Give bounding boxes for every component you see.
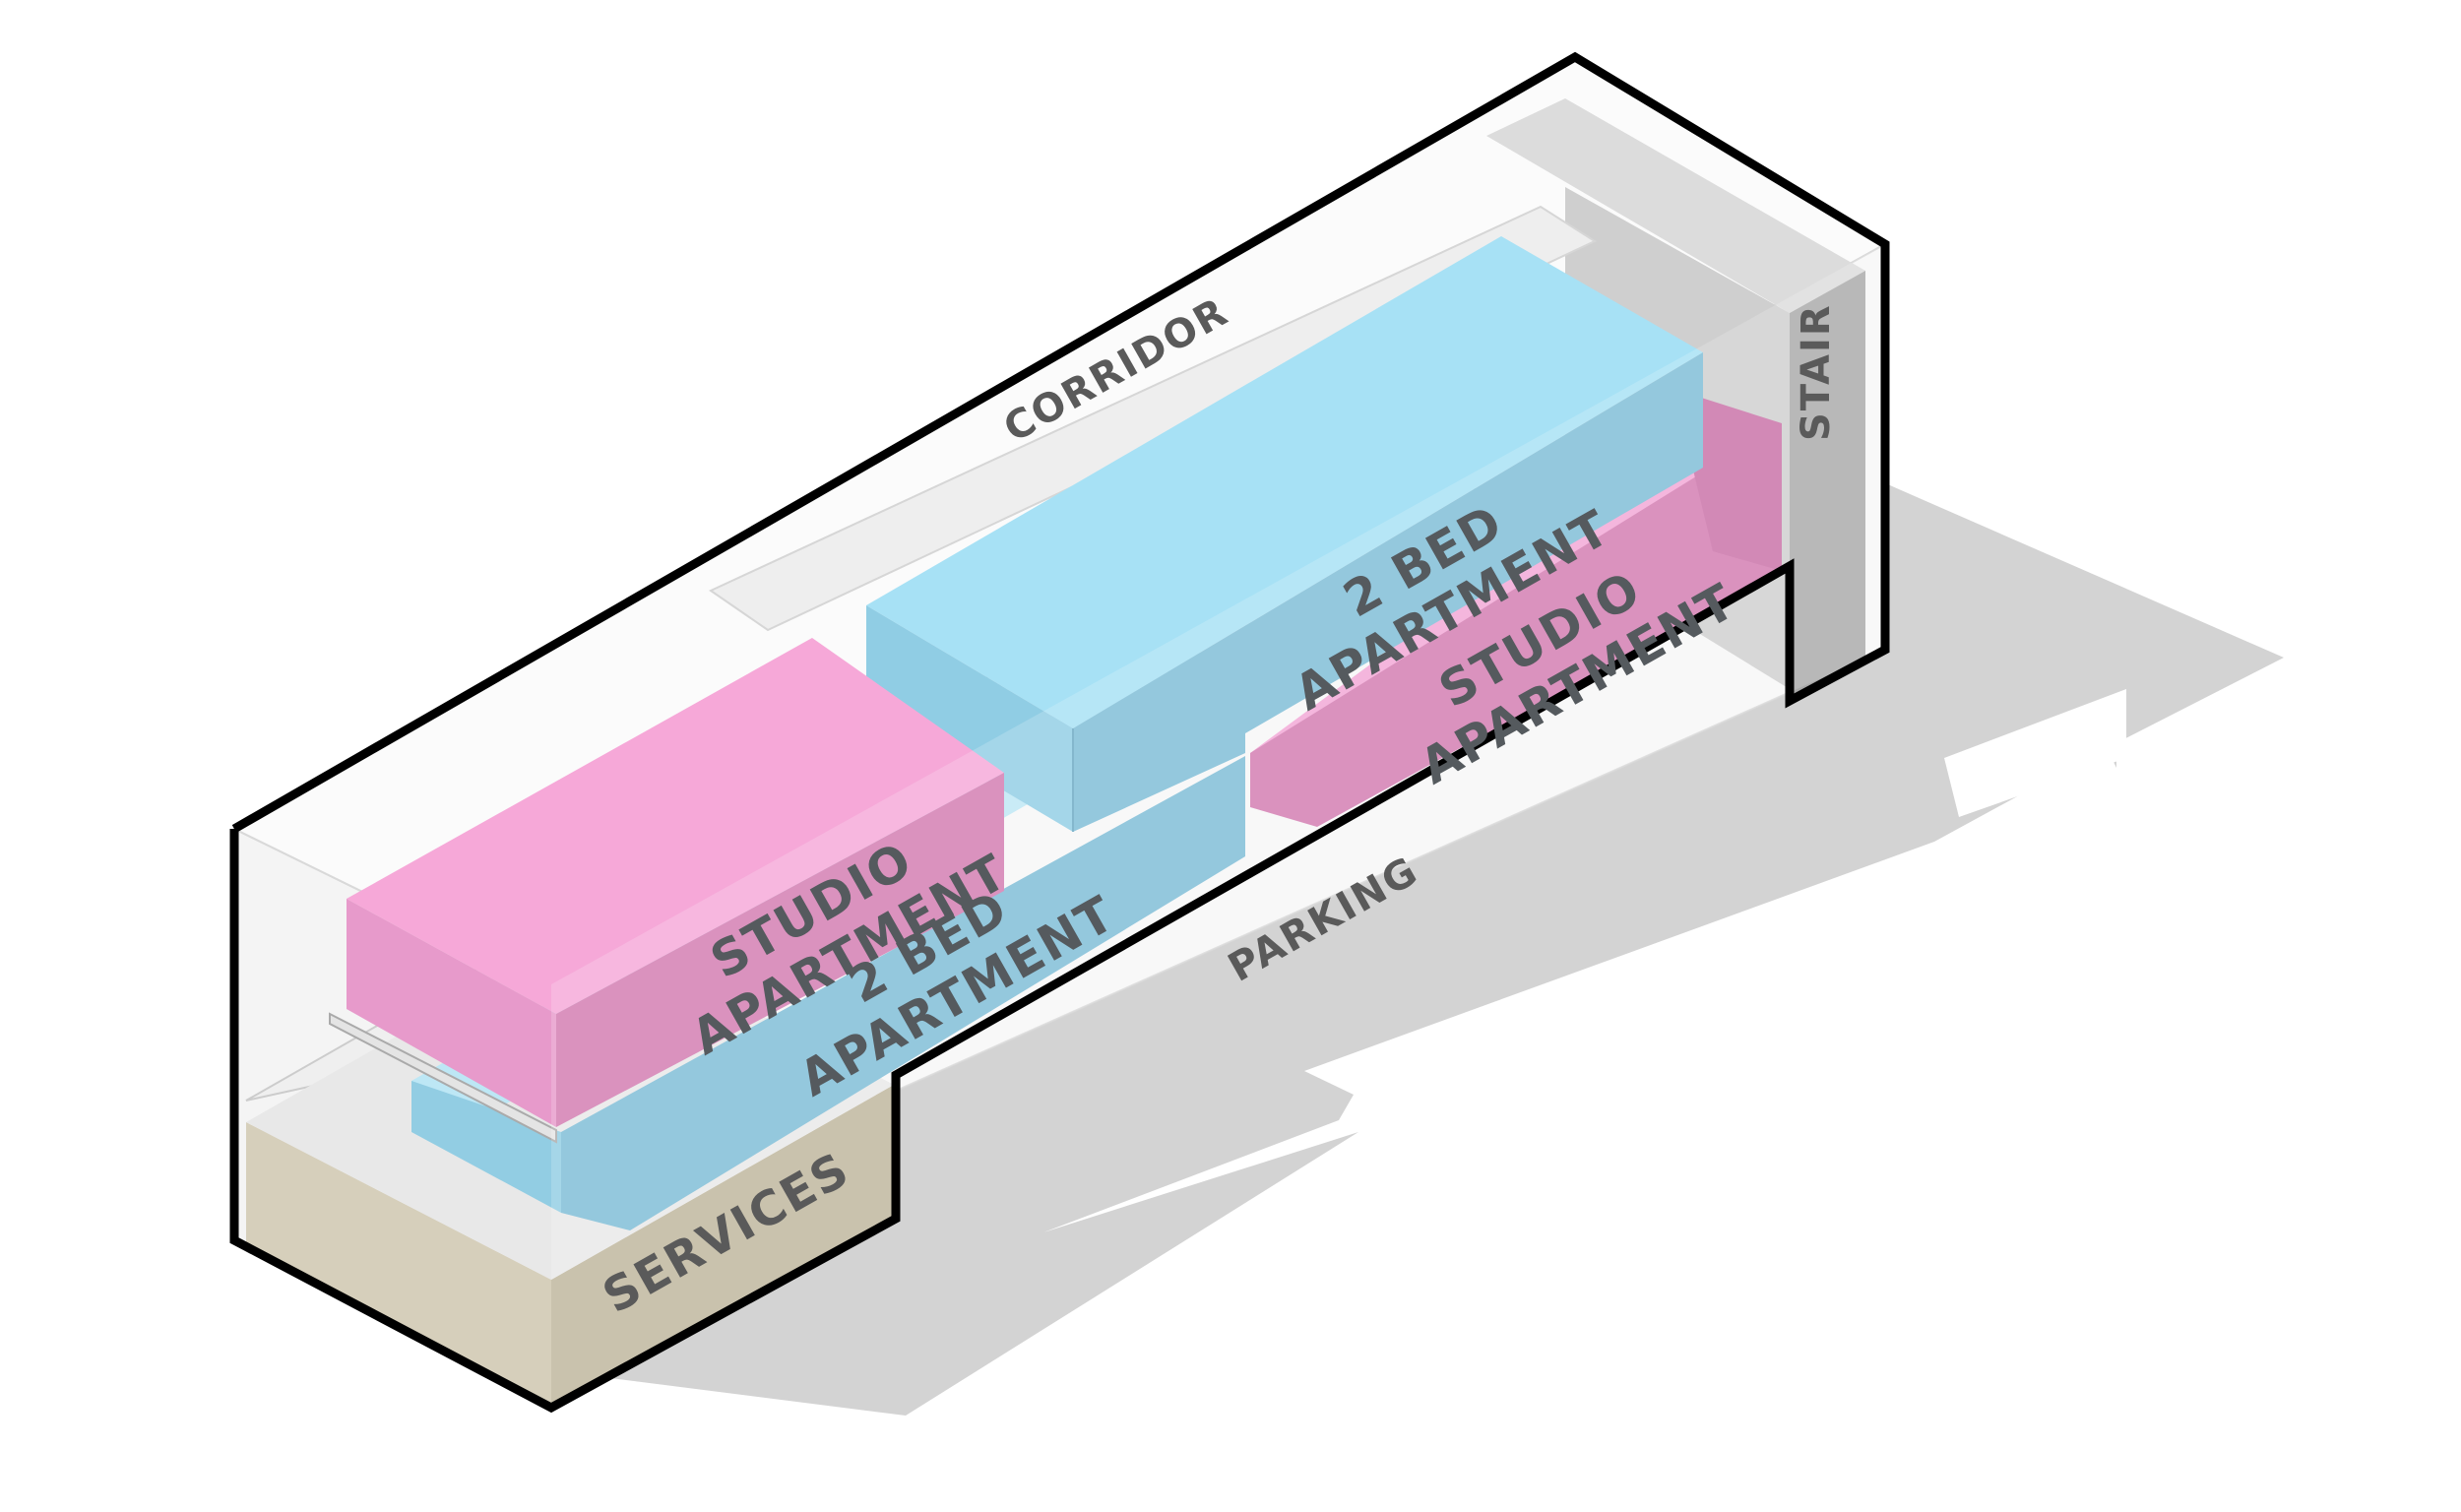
studio-upper-left [347,899,556,1127]
stair-core-top [1486,98,1865,313]
ground-shadow-cut [1944,689,2126,817]
twobed-lower-front [561,756,1245,1230]
twobed-upper-front [1073,352,1703,832]
stair-core-front [1790,271,1865,701]
ground-shadow [576,472,2284,1416]
studio-lower-front [1250,423,1782,827]
stair-label: STAIR [1794,303,1839,441]
services-side [246,1122,551,1403]
studio-upper-slab-edge [329,1012,557,1144]
studio-upper-front [556,773,1004,1127]
glazing-front [551,244,1885,1408]
services-front [551,1085,894,1403]
studio-upper-top [347,638,1004,1014]
twobed-lower-left [411,1081,561,1213]
twobed-upper-left [866,605,1073,832]
stair-outline-inner [1787,566,1887,707]
twobed-upper-top [866,236,1703,728]
